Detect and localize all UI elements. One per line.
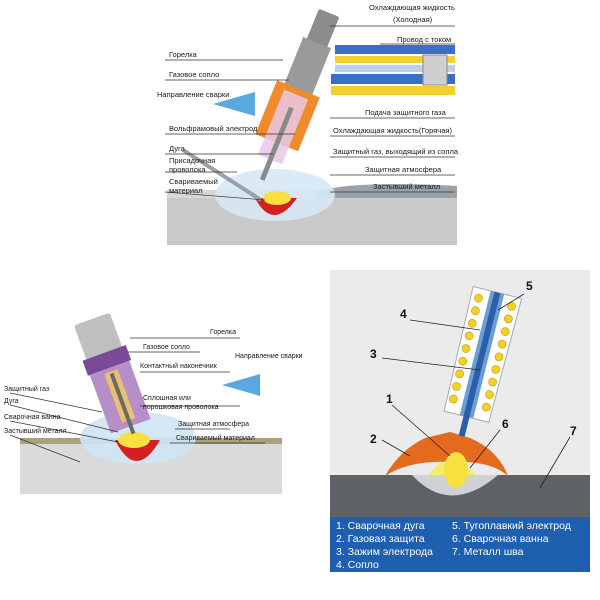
tig-label-torch: Горелка [169, 50, 198, 59]
nozzle-dot [455, 369, 464, 379]
mma-number-4: 4 [400, 307, 407, 321]
mma-number-1: 1 [386, 392, 393, 406]
nozzle-dot [504, 314, 513, 324]
nozzle-dot [474, 293, 483, 303]
mma-number-7: 7 [570, 424, 577, 438]
tig-label-coolant-cold-2: (Холодная) [393, 15, 433, 24]
nozzle-dot [467, 319, 477, 328]
legend-item-3: 3. Зажим электрода [336, 546, 433, 558]
mig-label-gas-nozzle: Газовое сопло [143, 344, 190, 351]
mma-electrode [458, 290, 505, 437]
mig-label-arc: Дуга [4, 398, 19, 405]
tig-label-base-2: материал [169, 186, 203, 195]
nozzle-dot [471, 306, 480, 316]
tig-label-direction: Направление сварки [157, 90, 229, 99]
legend-item-2: 2. Газовая защита [336, 533, 425, 545]
tig-label-shield-out: Защитный газ, выходящий из сопла [333, 147, 459, 156]
mig-label-base: Свариваемый материал [176, 434, 255, 442]
tig-torch [255, 9, 339, 181]
tig-label-gas-supply: Подача защитного газа [365, 108, 447, 117]
mma-number-2: 2 [370, 432, 377, 446]
tig-label-gas-nozzle: Газовое сопло [169, 70, 219, 79]
mma-gas-shield [385, 432, 508, 476]
legend-item-4: 4. Сопло [336, 559, 379, 571]
tig-label-coolant-hot: Охлаждающая жидкость(Горячая) [333, 126, 452, 135]
legend-item-5: 5. Тугоплавкий электрод [452, 520, 571, 532]
tig-label-base-1: Свариваемый [169, 177, 218, 186]
mma-legend: 1. Сварочная дуга 2. Газовая защита 3. З… [330, 517, 590, 572]
mig-wire [109, 372, 136, 435]
tig-labels: Охлаждающая жидкость (Холодная) Провод с… [157, 3, 459, 195]
mig-diagram: Горелка Газовое сопло Направление сварки… [0, 312, 315, 497]
mig-direction-arrow [222, 374, 260, 396]
tig-solid-bead [315, 184, 457, 198]
tig-direction-arrow [213, 92, 255, 116]
nozzle-dot [488, 377, 497, 387]
mig-illustration [9, 313, 282, 494]
mig-label-pool: Сварочная ванна [4, 414, 61, 421]
mig-label-contact-tip: Контактный наконечник [140, 362, 218, 370]
tig-label-solid-metal: Застывший металл [373, 182, 440, 191]
mma-number-5: 5 [526, 279, 533, 293]
nozzle-dot [494, 352, 504, 362]
legend-item-1: 1. Сварочная дуга [336, 520, 425, 532]
mma-number-6: 6 [502, 417, 509, 431]
tig-illustration [164, 9, 457, 245]
nozzle-dot [452, 382, 461, 391]
nozzle-dot [507, 302, 516, 311]
tig-label-filler-1: Присадочная [169, 156, 215, 165]
mig-label-solid-metal: Застывший металл [4, 427, 67, 435]
nozzle-dot [491, 365, 501, 374]
mig-label-torch: Горелка [210, 329, 236, 336]
mig-torch [74, 313, 151, 435]
legend-item-7: 7. Металл шва [452, 546, 524, 558]
tig-label-arc: Дуга [169, 144, 186, 153]
tig-tungsten-electrode [259, 106, 294, 181]
nozzle-dot [497, 339, 507, 349]
nozzle-dot [461, 344, 471, 353]
nozzle-dot [485, 390, 494, 399]
nozzle-dot [449, 394, 458, 404]
numbered-illustration: 5 4 3 1 2 6 7 [330, 279, 590, 517]
mig-label-atmosphere: Защитная атмосфера [178, 421, 249, 428]
mig-label-shield-gas: Защитный газ [4, 385, 49, 393]
nozzle-dot [464, 331, 474, 341]
tig-label-atmosphere: Защитная атмосфера [365, 165, 442, 174]
mig-label-direction: Направление сварки [235, 353, 303, 360]
nozzle-dot [482, 402, 491, 412]
mma-number-3: 3 [370, 347, 377, 361]
mma-legend-text: 1. Сварочная дуга 2. Газовая защита 3. З… [336, 520, 571, 571]
tig-label-coolant-cold: Охлаждающая жидкость [369, 3, 455, 12]
tig-hoses [331, 45, 455, 95]
mig-label-wire-1: Сплошная или [143, 395, 191, 402]
tig-label-filler-2: проволока [169, 165, 206, 174]
mma-nozzle-dots [449, 293, 516, 412]
mig-labels: Горелка Газовое сопло Направление сварки… [4, 329, 303, 442]
numbered-diagram: 5 4 3 1 2 6 7 1. Сварочная дуга 2. Газов… [330, 270, 590, 572]
nozzle-dot [500, 327, 510, 336]
tig-filler-rod [181, 148, 263, 202]
tig-diagram: Охлаждающая жидкость (Холодная) Провод с… [155, 0, 465, 250]
nozzle-dot [458, 356, 468, 366]
tig-label-tungsten: Вольфрамовый электрод [169, 124, 258, 133]
tig-label-current-wire: Провод с током [397, 35, 451, 44]
mig-label-wire-2: порошковая проволока [143, 404, 219, 411]
legend-item-6: 6. Сварочная ванна [452, 533, 549, 545]
